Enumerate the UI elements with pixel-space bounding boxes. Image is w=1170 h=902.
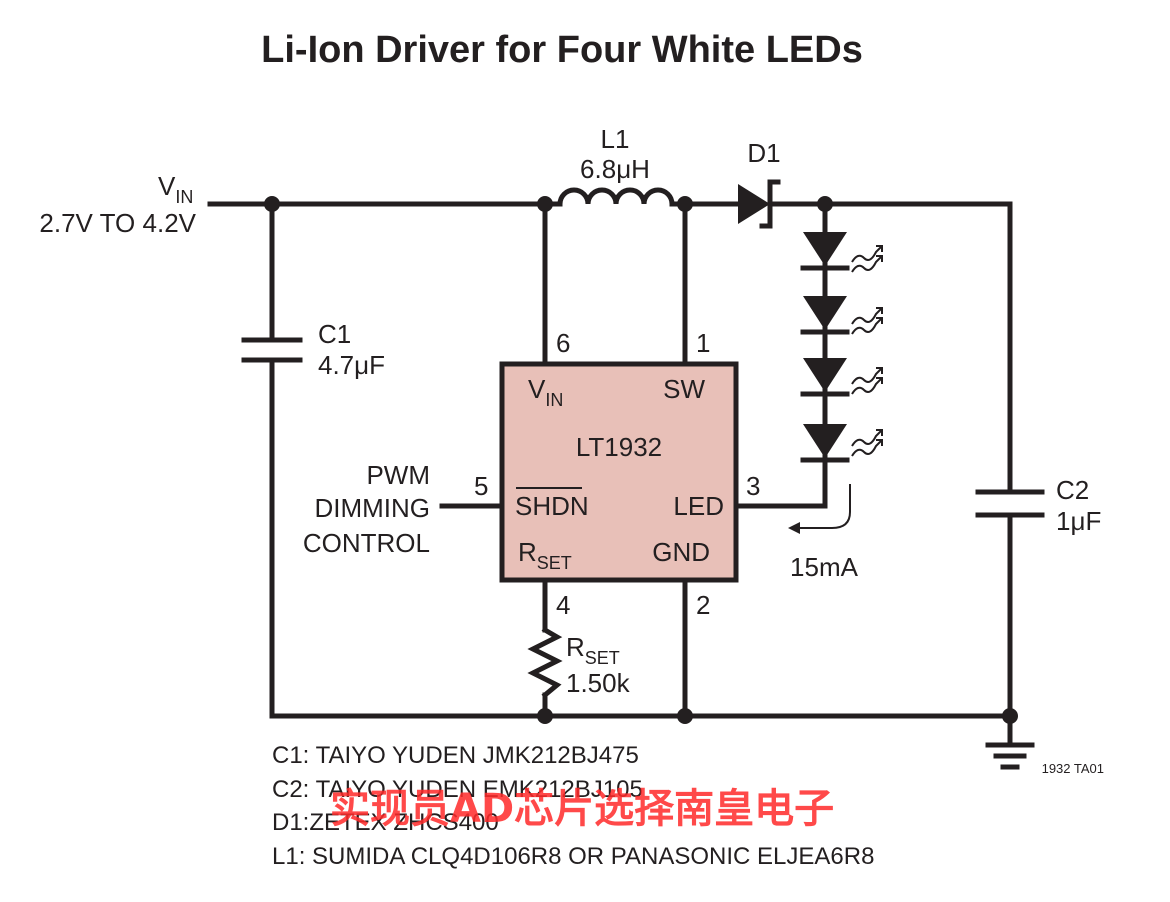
figure-title: Li-Ion Driver for Four White LEDs: [261, 29, 863, 71]
vin-label: VIN 2.7V TO 4.2V: [39, 171, 196, 238]
svg-text:4.7μF: 4.7μF: [318, 350, 385, 380]
svg-text:6.8μH: 6.8μH: [580, 154, 650, 184]
svg-text:6: 6: [556, 328, 570, 358]
resistor-rset: RSET 1.50k: [527, 626, 631, 699]
ic-lt1932: VIN SW LT1932 SHDN LED RSET GND: [499, 361, 739, 583]
svg-text:5: 5: [474, 471, 488, 501]
inductor-l1: L1 6.8μH: [557, 124, 675, 212]
note-c2: C2: TAIYO YUDEN EMK212BJ105: [272, 776, 643, 803]
watermark: 实现员AD芯片选择南皇电子: [330, 786, 834, 832]
current-label: 15mA: [790, 552, 859, 582]
diode-d1: D1: [738, 138, 785, 229]
ground-symbol: [985, 742, 1035, 770]
pin-label-shdn: SHDN: [515, 491, 589, 521]
svg-text:2: 2: [696, 590, 710, 620]
pin-label-vin: VIN: [528, 374, 563, 410]
svg-text:PWM: PWM: [366, 460, 430, 490]
capacitor-c2: C2 1μF: [975, 475, 1101, 536]
ic-name: LT1932: [576, 432, 662, 462]
junction-dots: [264, 196, 1018, 724]
led-3: [800, 358, 883, 397]
pin-label-rset: RSET: [518, 537, 572, 573]
note-d1: D1:ZETEX ZHCS400: [272, 809, 499, 836]
led-string: [800, 232, 883, 463]
svg-text:RSET: RSET: [566, 632, 620, 668]
svg-text:1μF: 1μF: [1056, 506, 1101, 536]
svg-text:3: 3: [746, 471, 760, 501]
figure-id: 1932 TA01: [1042, 761, 1104, 776]
component-notes: C1: TAIYO YUDEN JMK212BJ475 C2: TAIYO YU…: [272, 742, 874, 870]
svg-text:VIN: VIN: [158, 171, 193, 207]
current-arrow: 15mA: [788, 484, 859, 582]
svg-text:1: 1: [696, 328, 710, 358]
note-c1: C1: TAIYO YUDEN JMK212BJ475: [272, 742, 639, 769]
pin-label-gnd: GND: [652, 537, 710, 567]
svg-text:2.7V TO 4.2V: 2.7V TO 4.2V: [39, 208, 196, 238]
pin-label-led: LED: [673, 491, 724, 521]
svg-text:D1: D1: [747, 138, 780, 168]
note-l1: L1: SUMIDA CLQ4D106R8 OR PANASONIC ELJEA…: [272, 843, 874, 870]
svg-text:DIMMING: DIMMING: [314, 493, 430, 523]
led-2: [800, 296, 883, 335]
pwm-dimming-label: PWM DIMMING CONTROL: [303, 460, 430, 558]
svg-text:C1: C1: [318, 319, 351, 349]
led-1: [800, 232, 883, 273]
svg-text:4: 4: [556, 590, 570, 620]
svg-text:CONTROL: CONTROL: [303, 528, 430, 558]
pin-numbers: 6 1 5 3 4 2: [474, 328, 760, 620]
led-4: [800, 424, 883, 463]
svg-text:L1: L1: [601, 124, 630, 154]
svg-text:1.50k: 1.50k: [566, 668, 631, 698]
svg-text:C2: C2: [1056, 475, 1089, 505]
pin-label-sw: SW: [663, 374, 705, 404]
capacitor-c1: C1 4.7μF: [240, 319, 385, 380]
